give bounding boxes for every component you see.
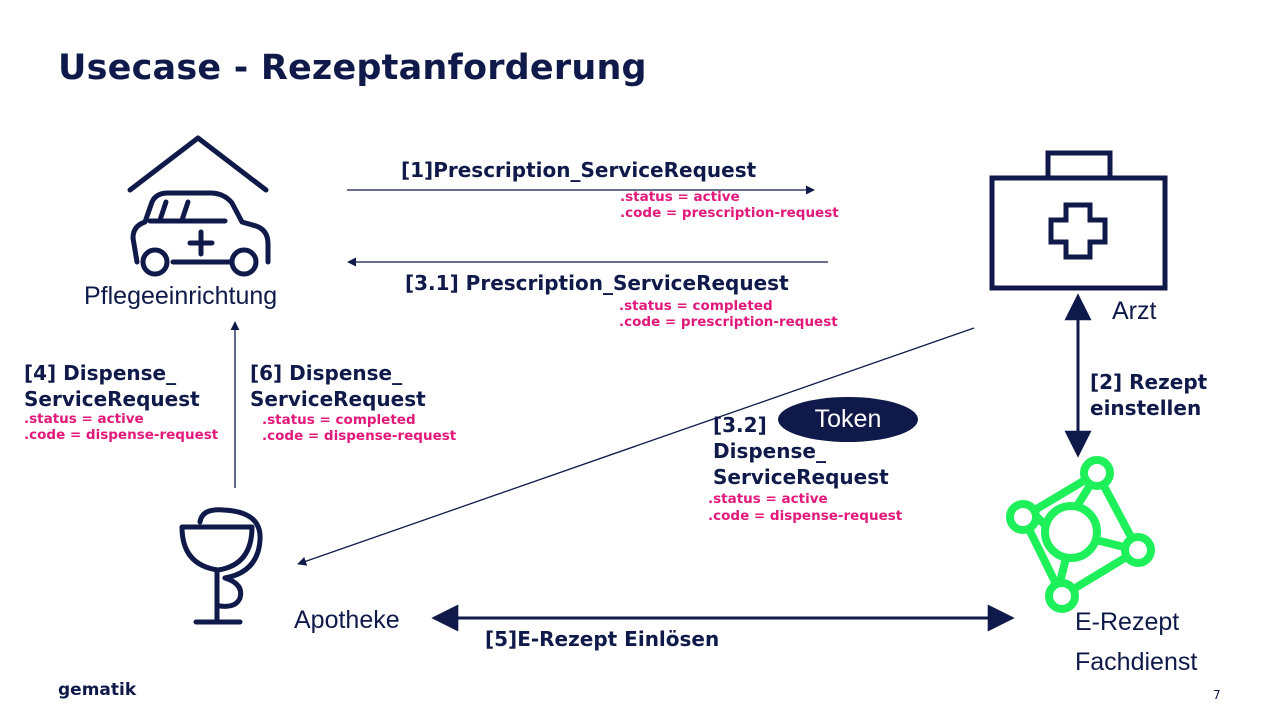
message-3-1-code: .code = prescription-request bbox=[619, 314, 838, 330]
actor-label-fachdienst-line1: E-Rezept bbox=[1075, 608, 1180, 636]
message-6-line1: [6] Dispense_ bbox=[250, 361, 403, 385]
pharmacy-bowl-icon bbox=[179, 507, 263, 625]
house-car-icon bbox=[127, 135, 271, 277]
actor-label-fachdienst-line2: Fachdienst bbox=[1075, 648, 1198, 676]
page-title: Usecase - Rezeptanforderung bbox=[58, 48, 647, 88]
message-3-2-code: .code = dispense-request bbox=[708, 508, 903, 524]
arrow-3-2 bbox=[297, 327, 975, 566]
token-badge: Token bbox=[778, 397, 918, 442]
message-4-code: .code = dispense-request bbox=[24, 427, 219, 443]
message-4-line1: [4] Dispense_ bbox=[24, 361, 177, 385]
message-4-status: .status = active bbox=[24, 411, 144, 427]
message-3-2-status: .status = active bbox=[708, 491, 828, 507]
actor-label-arzt: Arzt bbox=[1112, 297, 1157, 325]
message-3-1-status: .status = completed bbox=[619, 298, 773, 314]
gematik-logo: gematik bbox=[58, 680, 137, 700]
message-6-code: .code = dispense-request bbox=[262, 428, 457, 444]
message-3-2-line2: Dispense_ bbox=[713, 439, 826, 463]
message-5-label: [5]E-Rezept Einlösen bbox=[485, 627, 720, 651]
message-2-line2: einstellen bbox=[1090, 396, 1202, 420]
message-3-1-label: [3.1] Prescription_ServiceRequest bbox=[405, 271, 789, 295]
message-2-line1: [2] Rezept bbox=[1090, 370, 1208, 394]
message-1-label: [1]Prescription_ServiceRequest bbox=[401, 158, 757, 182]
message-3-2-line1: [3.2] bbox=[713, 413, 767, 437]
message-3-2-line3: ServiceRequest bbox=[713, 465, 889, 489]
message-1-status: .status = active bbox=[620, 189, 740, 205]
page-number: 7 bbox=[1213, 688, 1221, 702]
network-node-icon bbox=[1006, 456, 1155, 613]
message-6-status: .status = completed bbox=[262, 412, 416, 428]
medical-case-icon bbox=[989, 150, 1168, 291]
message-1-code: .code = prescription-request bbox=[620, 205, 839, 221]
actor-label-apotheke: Apotheke bbox=[294, 606, 400, 634]
actor-label-pflege: Pflegeeinrichtung bbox=[84, 282, 278, 310]
message-6-line2: ServiceRequest bbox=[250, 387, 426, 411]
message-4-line2: ServiceRequest bbox=[24, 387, 200, 411]
